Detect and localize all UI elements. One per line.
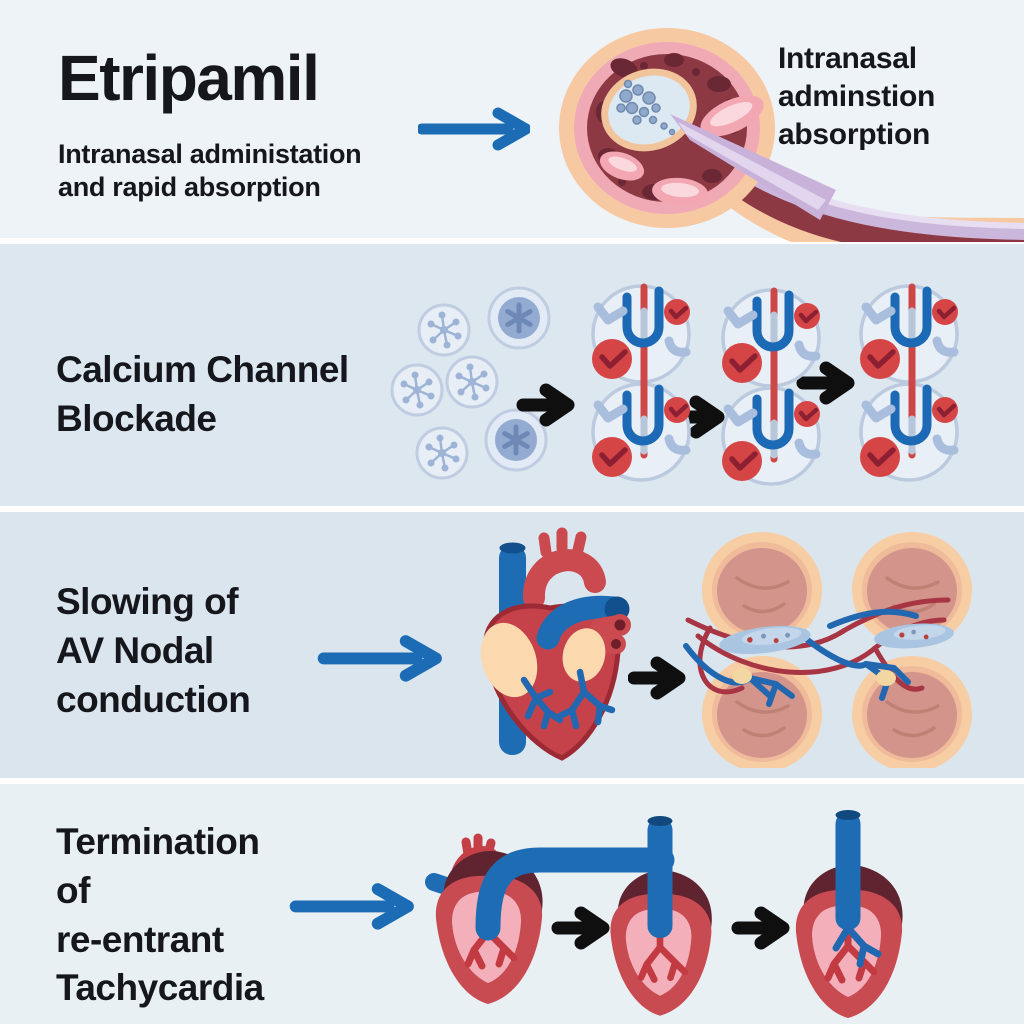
coronary-veins (520, 668, 616, 730)
section-intranasal: Etripamil Intranasal administation and r… (0, 0, 1024, 242)
cardiac-cell-pair (592, 286, 690, 480)
section-av-node: Slowing of AV Nodal conduction (0, 512, 1024, 778)
av-node-cells-illustration (683, 530, 974, 768)
section-calcium-channel: Calcium Channel Blockade (0, 244, 1024, 506)
cardiac-cell-pair (860, 286, 958, 480)
av-node-blobs (719, 623, 954, 655)
flow-arrow-icon (738, 913, 783, 943)
page-subtitle: Intranasal administation and rapid absor… (58, 139, 362, 202)
flow-arrow-icon (287, 874, 417, 934)
intranasal-caption: Intranasal adminstion absorption (778, 42, 936, 152)
nasal-cavity-illustration (559, 28, 1024, 242)
page-title: Etripamil (58, 42, 320, 114)
flow-arrow-icon (558, 913, 603, 943)
heart-with-blocked-pathway (610, 816, 711, 1016)
conduction-fibers-blue (683, 608, 919, 707)
mucosa-ovals (599, 95, 764, 207)
drug-molecules (390, 288, 549, 480)
step-label-termination: Termination of re-entrant Tachycardia (56, 821, 264, 1009)
step-label-calcium: Calcium Channel Blockade (56, 349, 349, 439)
heart-with-reentrant-loop (425, 833, 675, 1004)
heart-illustration (480, 527, 631, 761)
calcium-blockade-illustration (390, 255, 1010, 500)
step-label-av-node: Slowing of AV Nodal conduction (56, 581, 251, 720)
flow-arrow-icon (315, 626, 445, 686)
spray-nozzle (670, 114, 836, 220)
section-termination: Termination of re-entrant Tachycardia (0, 784, 1024, 1024)
flow-arrow-icon (803, 368, 848, 398)
drug-deposit-pocket (601, 68, 697, 152)
reentrant-loop-tube (475, 847, 675, 941)
heart-sequence-illustration (425, 810, 980, 1024)
heart-restored-rhythm (796, 810, 903, 1018)
